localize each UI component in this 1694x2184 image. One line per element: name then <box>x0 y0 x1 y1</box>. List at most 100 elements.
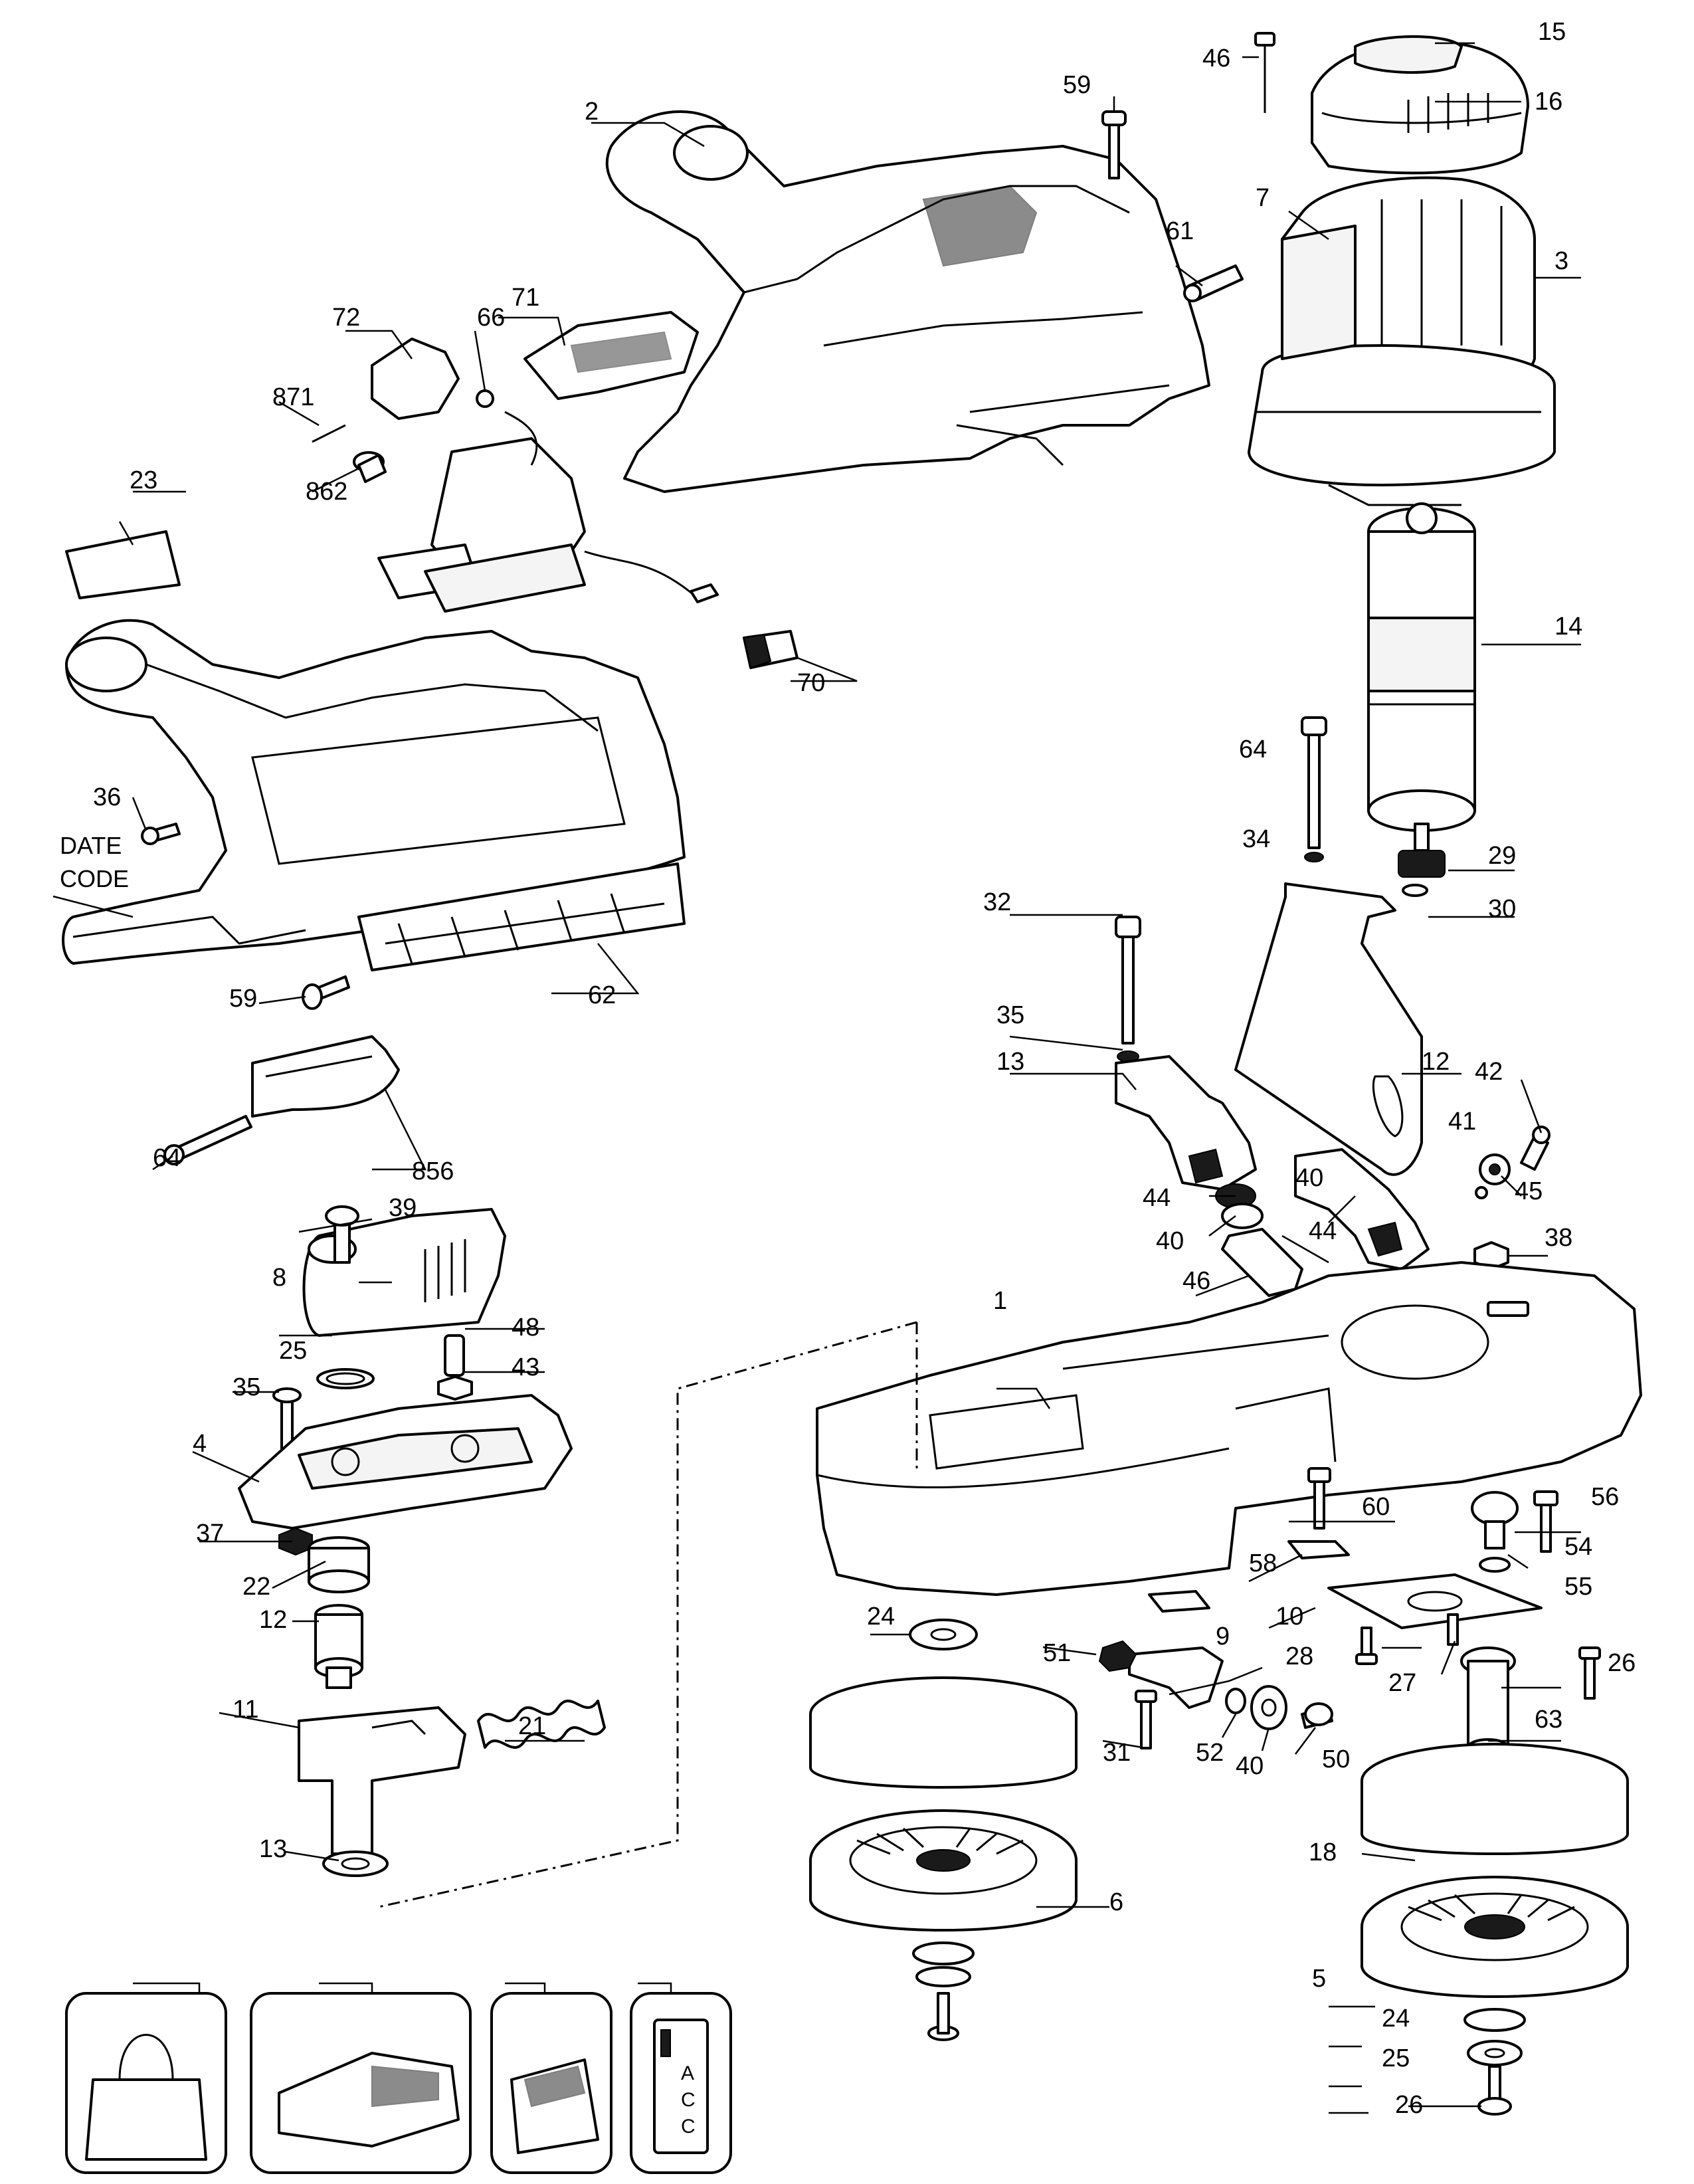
part-4-base-plate <box>238 1394 573 1530</box>
part-71-pin <box>312 424 346 443</box>
part-22-bushing <box>308 1536 370 1593</box>
callout-8: 8 <box>272 1264 286 1292</box>
part-40-bearing <box>1250 1685 1287 1730</box>
callout-52: 52 <box>1196 1739 1224 1767</box>
part-6-wheel <box>809 1809 1078 1932</box>
callout-5: 5 <box>1312 1965 1326 1993</box>
callout-37: 36 <box>93 783 121 811</box>
callout-71: 871 <box>272 383 314 411</box>
callout-36: 35 <box>233 1373 260 1401</box>
part-72-holder <box>251 1035 400 1118</box>
part-13-guide-arm <box>1115 1055 1257 1191</box>
callout-2: 2 <box>585 98 599 126</box>
part-15-washer <box>322 1850 389 1877</box>
callout-12: 12 <box>259 1606 287 1634</box>
part-27-screw <box>1477 2065 1512 2116</box>
part-61-pin <box>1183 264 1244 302</box>
callout-63: 63 <box>1535 1706 1562 1734</box>
part-36-screw <box>272 1387 302 1450</box>
callout-16: 14 <box>1554 613 1582 641</box>
accessory-862-bag <box>65 1992 227 2174</box>
part-59-screw-left <box>302 975 350 1010</box>
part-50-screw <box>1301 1702 1333 1729</box>
part-48-pin <box>444 1334 465 1377</box>
callout-13: 13 <box>996 1048 1024 1076</box>
part-32-washer <box>1402 884 1428 897</box>
callout-19: 16 <box>1535 88 1562 116</box>
callout-55: 55 <box>1564 1573 1592 1601</box>
manual-text-a: A <box>681 2062 694 2084</box>
callout-41: 41 <box>1448 1108 1476 1136</box>
callout-70: 862 <box>306 478 347 506</box>
part-guide-arm-secondary <box>1294 1148 1430 1270</box>
callout-6: 6 <box>1109 1888 1123 1916</box>
callout-60: 60 <box>1362 1493 1390 1521</box>
part-60-screw <box>1307 1467 1331 1530</box>
part-27-screw-left <box>927 1992 959 2041</box>
part-35-washer <box>1304 852 1324 862</box>
part-20-tire <box>1361 1743 1629 1855</box>
callout-62: 62 <box>588 981 616 1009</box>
callout-40-a: 40 <box>1295 1164 1323 1192</box>
part-54-pivot <box>1471 1491 1519 1549</box>
part-11-guide-block <box>298 1706 466 1855</box>
part-19-motor-cap <box>1311 35 1529 175</box>
date-code-line1: DATE <box>60 832 122 859</box>
part-55-washer <box>1479 1557 1511 1573</box>
part-16-motor <box>1367 502 1476 852</box>
callout-15: 13 <box>259 1835 287 1863</box>
part-39-screw <box>325 1205 359 1264</box>
part-64-pin-left <box>163 1115 252 1165</box>
callout-44-a: 44 <box>1143 1184 1171 1212</box>
callout-10: 10 <box>1275 1603 1303 1631</box>
callout-48: 48 <box>512 1314 539 1341</box>
callout-22: 22 <box>242 1573 270 1601</box>
callout-58: 58 <box>1249 1549 1277 1577</box>
callout-40-b: 40 <box>1156 1227 1184 1255</box>
part-26-washer <box>1467 2040 1523 2066</box>
callout-39: 39 <box>389 1194 417 1222</box>
callout-3: 3 <box>1554 247 1568 275</box>
part-1-main-frame <box>816 1261 1642 1596</box>
part-2-housing-right <box>605 110 1210 493</box>
callout-43: 43 <box>512 1353 539 1381</box>
part-64-screw <box>1301 716 1327 849</box>
callout-65: 66 <box>477 304 505 332</box>
part-14-bracket <box>1234 882 1423 1176</box>
callout-42: 42 <box>1475 1058 1503 1086</box>
callout-50: 50 <box>1322 1745 1350 1773</box>
callout-24-right: 24 <box>1382 2005 1410 2033</box>
part-29-screw <box>1447 1613 1459 1646</box>
callout-44-b: 44 <box>1309 1217 1337 1245</box>
callout-54: 54 <box>1564 1533 1592 1561</box>
callout-33: 31 <box>1103 1739 1131 1767</box>
callout-56: 56 <box>1591 1483 1619 1511</box>
part-24-washer <box>909 1619 978 1650</box>
callout-30: 28 <box>1285 1642 1313 1670</box>
leader-lines <box>52 42 1581 2114</box>
accessory-871-charger <box>250 1992 472 2174</box>
callout-59-left: 59 <box>229 985 257 1013</box>
manual-text-c2: C <box>681 2116 696 2137</box>
callout-1: 1 <box>993 1287 1007 1315</box>
callout-25: 25 <box>279 1337 307 1365</box>
part-68-switch <box>371 338 460 420</box>
callout-7: 7 <box>1256 184 1270 212</box>
part-31-pinion-gear <box>1398 850 1446 878</box>
part-51-nut <box>1098 1640 1137 1672</box>
assembly-dashed-line <box>378 1321 917 1908</box>
part-10-plate <box>1327 1573 1543 1629</box>
callout-64-top: 64 <box>1239 736 1267 763</box>
callout-35: 35 <box>996 1001 1024 1029</box>
part-24-26-washers-left <box>912 1941 975 1987</box>
callout-64-left: 64 <box>153 1144 181 1172</box>
part-66-connector <box>584 550 799 669</box>
callout-68: 72 <box>332 304 360 332</box>
part-62-housing-left <box>62 619 686 971</box>
callout-23: 23 <box>130 466 157 494</box>
part-9-bracket <box>1128 1646 1224 1709</box>
part-30-screw <box>1355 1627 1378 1665</box>
callout-49: 46 <box>1202 45 1230 72</box>
part-43-nut <box>437 1375 473 1401</box>
part-3-gear-housing <box>1248 176 1556 506</box>
